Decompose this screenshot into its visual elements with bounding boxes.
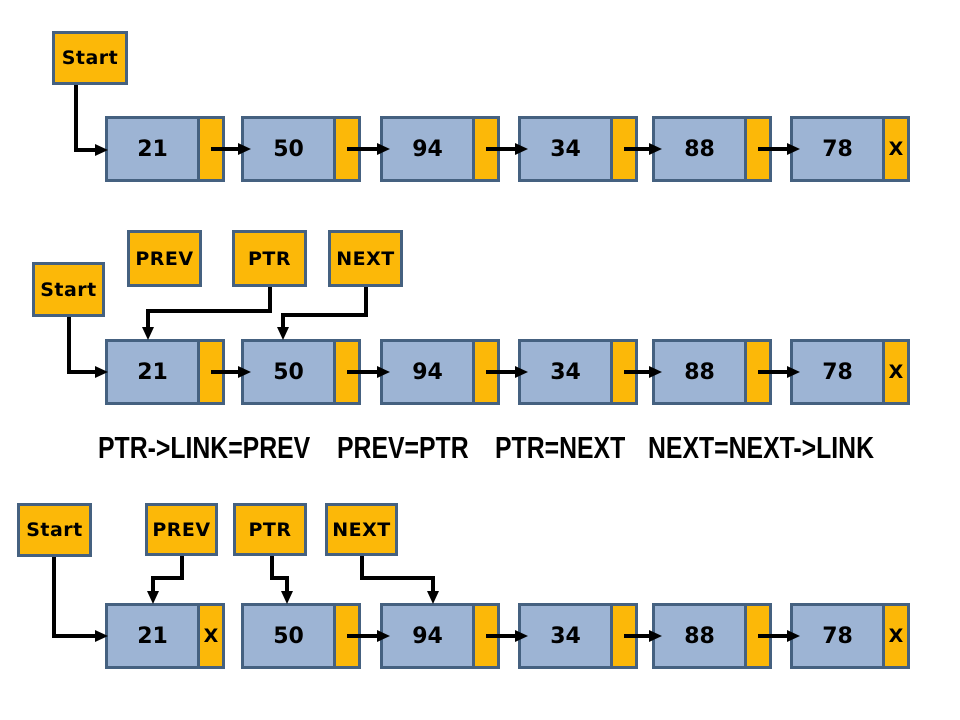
node-value: 88 <box>684 359 715 385</box>
node-link-field <box>333 342 358 402</box>
list-node: 88 <box>652 116 772 182</box>
list-node: 78 X <box>790 339 910 405</box>
node-value: 94 <box>412 623 443 649</box>
list-node: 94 <box>380 603 500 669</box>
node-link-field <box>333 119 358 179</box>
node-link-field <box>472 342 497 402</box>
pointer-box-prev: PREV <box>145 503 218 556</box>
node-value: 88 <box>684 136 715 162</box>
node-value: 34 <box>550 359 581 385</box>
null-marker: X <box>888 138 904 160</box>
pointer-label: NEXT <box>336 247 395 270</box>
pointer-box-ptr: PTR <box>232 230 307 287</box>
node-link-field <box>610 342 635 402</box>
node-link-field <box>744 342 769 402</box>
node-link-field: X <box>197 606 222 666</box>
node-link-field: X <box>882 342 907 402</box>
formula-segment: PTR=NEXT <box>495 430 626 465</box>
node-value: 50 <box>273 623 304 649</box>
list-node: 34 <box>518 339 638 405</box>
pointer-box-start: Start <box>17 503 92 557</box>
list-node: 21 <box>105 116 225 182</box>
node-value: 78 <box>822 359 853 385</box>
node-value: 21 <box>137 623 168 649</box>
node-value: 78 <box>822 623 853 649</box>
node-link-field <box>333 606 358 666</box>
node-link-field <box>610 119 635 179</box>
pointer-label: PREV <box>152 518 211 541</box>
list-node: 34 <box>518 603 638 669</box>
node-value: 50 <box>273 359 304 385</box>
list-node: 88 <box>652 339 772 405</box>
node-link-field <box>610 606 635 666</box>
pointer-label: PTR <box>248 518 292 541</box>
pointer-label: Start <box>40 278 97 301</box>
node-link-field <box>744 606 769 666</box>
node-link-field <box>197 119 222 179</box>
node-link-field <box>197 342 222 402</box>
list-node: 50 <box>241 116 361 182</box>
pointer-label: Start <box>61 47 119 69</box>
node-value: 78 <box>822 136 853 162</box>
node-value: 94 <box>412 359 443 385</box>
pointer-label: Start <box>26 519 83 541</box>
list-node: 78 X <box>790 603 910 669</box>
list-node: 88 <box>652 603 772 669</box>
node-link-field: X <box>882 119 907 179</box>
null-marker: X <box>888 361 904 383</box>
node-value: 94 <box>412 136 443 162</box>
node-value: 50 <box>273 136 304 162</box>
node-link-field <box>744 119 769 179</box>
pointer-box-next: NEXT <box>325 503 398 556</box>
pointer-label: PTR <box>247 247 292 270</box>
null-marker: X <box>203 625 219 647</box>
list-node: 21 <box>105 339 225 405</box>
list-node: 78 X <box>790 116 910 182</box>
pointer-box-ptr: PTR <box>233 503 307 556</box>
node-value: 21 <box>137 136 168 162</box>
list-node: 50 <box>241 339 361 405</box>
node-link-field <box>472 606 497 666</box>
node-link-field <box>472 119 497 179</box>
pointer-box-next: NEXT <box>328 230 403 287</box>
node-value: 88 <box>684 623 715 649</box>
list-node: 21 X <box>105 603 225 669</box>
list-node: 50 <box>241 603 361 669</box>
list-node: 94 <box>380 116 500 182</box>
pointer-box-start: Start <box>52 31 128 85</box>
pointer-box-start: Start <box>32 262 105 317</box>
pointer-label: PREV <box>135 247 194 270</box>
list-node: 34 <box>518 116 638 182</box>
formula-segment: PREV=PTR <box>337 430 469 465</box>
node-value: 21 <box>137 359 168 385</box>
formula-segment: PTR->LINK=PREV <box>98 430 311 465</box>
null-marker: X <box>888 625 904 647</box>
formula-segment: NEXT=NEXT->LINK <box>648 430 874 465</box>
pointer-box-prev: PREV <box>127 230 202 287</box>
node-value: 34 <box>550 623 581 649</box>
node-value: 34 <box>550 136 581 162</box>
node-link-field: X <box>882 606 907 666</box>
pointer-label: NEXT <box>332 518 391 541</box>
list-node: 94 <box>380 339 500 405</box>
